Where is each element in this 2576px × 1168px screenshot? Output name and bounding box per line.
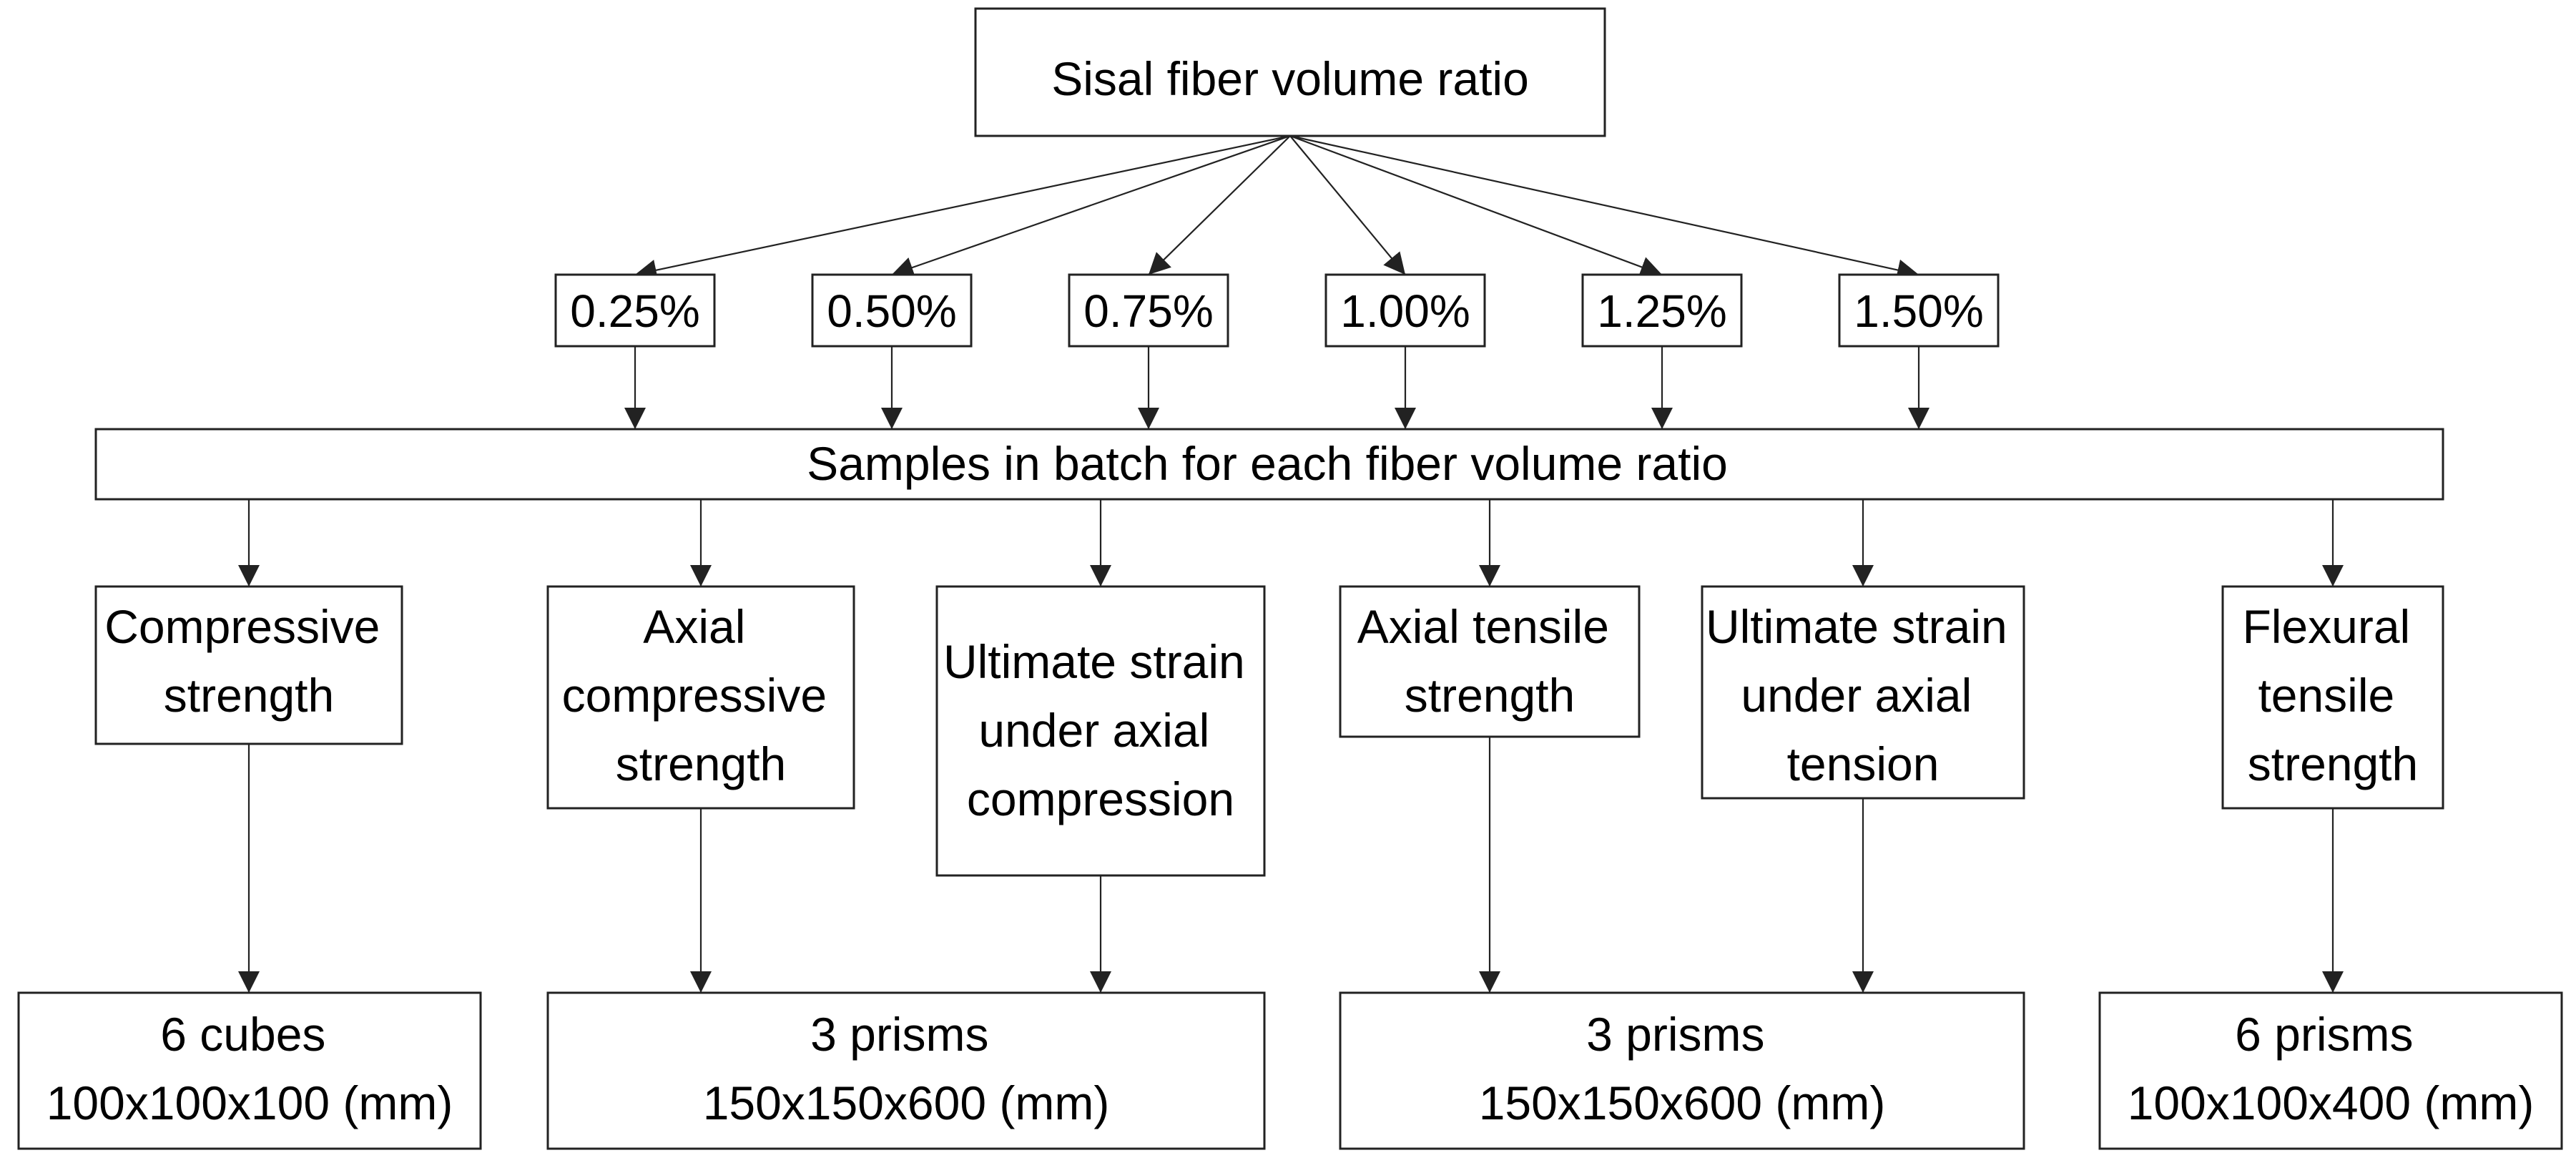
ratio-box	[554, 273, 716, 348]
test-label-line: under axial	[978, 704, 1209, 757]
specimen-label-line: 150x150x600 (mm)	[703, 1076, 1110, 1129]
test-label-line: Compressive	[104, 600, 380, 653]
test-label: Ultimate strain under axial compression	[943, 635, 1258, 825]
batch-box	[94, 428, 2444, 501]
ratio-node: 0.50%	[811, 273, 973, 348]
specimen-label-line: 6 prisms	[2235, 1008, 2413, 1061]
specimen-node-prisms-flexural: 6 prisms 100x100x400 (mm)	[2098, 991, 2563, 1150]
test-nodes: Compressive strength Axial compressive s…	[94, 585, 2444, 877]
ratio-node: 0.25%	[554, 273, 716, 348]
test-label-line: compressive	[562, 669, 827, 722]
ratio-label: 1.25%	[1597, 285, 1726, 337]
ratio-box	[1068, 273, 1229, 348]
root-to-ratio-arrow	[1289, 134, 1663, 278]
ratio-box	[1324, 273, 1486, 348]
test-label-line: Flexural	[2242, 600, 2410, 653]
test-label-line: strength	[164, 669, 334, 722]
test-label: Ultimate strain under axial tension	[1706, 600, 2020, 790]
ratio-label: 1.50%	[1854, 285, 1983, 337]
test-label-line: strength	[616, 737, 786, 790]
test-box	[94, 585, 403, 745]
specimen-label-line: 3 prisms	[810, 1008, 988, 1061]
ratio-label: 0.75%	[1083, 285, 1213, 337]
specimen-box	[546, 991, 1266, 1150]
test-label-line: tension	[1787, 737, 1940, 790]
test-box	[546, 585, 855, 810]
specimen-label: 3 prisms 150x150x600 (mm)	[1479, 1008, 1886, 1129]
test-node-axial-tensile-strength: Axial tensile strength	[1339, 585, 1641, 738]
test-label-line: compression	[967, 772, 1234, 825]
test-node-ultimate-strain-tension: Ultimate strain under axial tension	[1701, 585, 2025, 800]
ratio-node: 1.50%	[1838, 273, 2000, 348]
ratio-label: 0.25%	[570, 285, 699, 337]
root-to-ratio-arrow	[1148, 135, 1291, 275]
test-box	[935, 585, 1266, 877]
ratio-node: 1.25%	[1581, 273, 1743, 348]
specimen-label-line: 3 prisms	[1586, 1008, 1764, 1061]
specimen-label-line: 100x100x400 (mm)	[2128, 1076, 2535, 1129]
test-box	[1339, 585, 1641, 738]
root-label: Sisal fiber volume ratio	[1051, 52, 1529, 105]
ratio-label: 0.50%	[827, 285, 956, 337]
connector-layer	[238, 134, 2344, 993]
ratio-box	[1838, 273, 2000, 348]
specimen-node-cubes: 6 cubes 100x100x100 (mm)	[17, 991, 482, 1150]
root-to-ratio-arrow	[891, 134, 1291, 278]
root-to-ratio-arrow	[1289, 134, 1919, 281]
test-label-line: Axial	[643, 600, 745, 653]
ratio-nodes: 0.25% 0.50% 0.75% 1.00% 1.25% 1.50%	[554, 273, 2000, 348]
test-node-compressive-strength: Compressive strength	[94, 585, 403, 745]
ratio-label: 1.00%	[1340, 285, 1470, 337]
specimen-nodes: 6 cubes 100x100x100 (mm) 3 prisms 150x15…	[17, 991, 2563, 1150]
specimen-label: 3 prisms 150x150x600 (mm)	[703, 1008, 1110, 1129]
specimen-label-line: 6 cubes	[160, 1008, 325, 1061]
specimen-box	[17, 991, 482, 1150]
ratio-box	[1581, 273, 1743, 348]
ratio-box	[811, 273, 973, 348]
batch-node: Samples in batch for each fiber volume r…	[94, 428, 2444, 501]
root-to-ratio-arrow	[634, 134, 1291, 281]
test-label-line: Axial tensile	[1357, 600, 1609, 653]
test-label: Compressive strength	[104, 600, 393, 722]
specimen-node-prisms-tension: 3 prisms 150x150x600 (mm)	[1339, 991, 2025, 1150]
test-label: Axial tensile strength	[1357, 600, 1623, 722]
specimen-label: 6 prisms 100x100x400 (mm)	[2128, 1008, 2535, 1129]
test-label: Axial compressive strength	[562, 600, 840, 790]
test-label-line: strength	[2248, 737, 2418, 790]
test-label-line: strength	[1405, 669, 1575, 722]
specimen-box	[2098, 991, 2563, 1150]
test-label-line: Ultimate strain	[1706, 600, 2007, 653]
test-node-ultimate-strain-compression: Ultimate strain under axial compression	[935, 585, 1266, 877]
root-to-ratio-arrow	[1289, 135, 1406, 275]
test-node-axial-compressive-strength: Axial compressive strength	[546, 585, 855, 810]
specimen-node-prisms-compression: 3 prisms 150x150x600 (mm)	[546, 991, 1266, 1150]
specimen-label-line: 150x150x600 (mm)	[1479, 1076, 1886, 1129]
test-label: Flexural tensile strength	[2242, 600, 2423, 790]
test-box	[1701, 585, 2025, 800]
ratio-node: 0.75%	[1068, 273, 1229, 348]
test-box	[2221, 585, 2444, 810]
test-label-line: Ultimate strain	[943, 635, 1245, 688]
root-box	[974, 7, 1606, 137]
specimen-label: 6 cubes 100x100x100 (mm)	[46, 1008, 453, 1129]
test-label-line: under axial	[1741, 669, 1972, 722]
root-node: Sisal fiber volume ratio	[974, 7, 1606, 137]
test-label-line: tensile	[2258, 669, 2394, 722]
test-node-flexural-tensile-strength: Flexural tensile strength	[2221, 585, 2444, 810]
batch-label: Samples in batch for each fiber volume r…	[807, 437, 1728, 490]
ratio-node: 1.00%	[1324, 273, 1486, 348]
specimen-label-line: 100x100x100 (mm)	[46, 1076, 453, 1129]
specimen-box	[1339, 991, 2025, 1150]
